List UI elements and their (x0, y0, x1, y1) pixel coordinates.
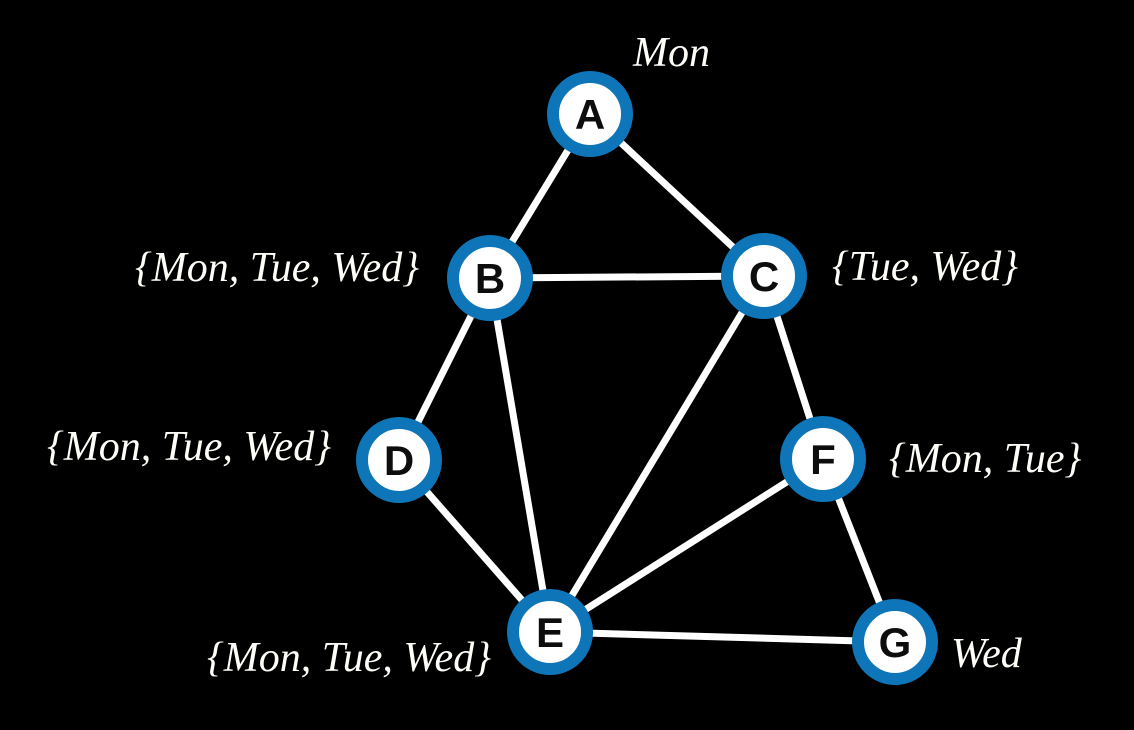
node-B: B (447, 235, 533, 321)
node-A: A (547, 71, 633, 157)
node-circle-C (721, 233, 807, 319)
domain-label-G: Wed (951, 631, 1023, 677)
domain-label-A: Mon (632, 30, 710, 76)
node-circle-F (780, 416, 866, 502)
domain-label-E: {Mon, Tue, Wed} (207, 635, 491, 681)
node-letter-E: E (536, 609, 564, 656)
node-letter-F: F (810, 436, 836, 483)
domain-labels-layer: Mon {Mon, Tue, Wed} {Tue, Wed} {Mon, Tue, W… (47, 30, 1082, 681)
node-C: C (721, 233, 807, 319)
node-circle-D (356, 417, 442, 503)
edge-B-C (486, 272, 768, 282)
node-letter-B: B (475, 255, 505, 302)
edge-E-G (546, 628, 899, 646)
node-D: D (356, 417, 442, 503)
node-letter-G: G (879, 619, 912, 666)
node-circle-G (852, 599, 938, 685)
node-letter-C: C (749, 253, 779, 300)
nodes-layer: A B C D E F G (356, 71, 938, 685)
node-circle-E (507, 589, 593, 675)
edges-layer (395, 110, 899, 646)
node-F: F (780, 416, 866, 502)
node-G: G (852, 599, 938, 685)
domain-label-F: {Mon, Tue} (889, 436, 1081, 482)
node-circle-A (547, 71, 633, 157)
domain-label-C: {Tue, Wed} (832, 244, 1018, 290)
node-letter-A: A (575, 91, 605, 138)
edge-C-E (546, 272, 768, 636)
edge-B-E (486, 274, 554, 636)
node-circle-B (447, 235, 533, 321)
domain-label-D: {Mon, Tue, Wed} (47, 424, 331, 470)
edge-E-F (546, 455, 827, 636)
domain-label-B: {Mon, Tue, Wed} (135, 245, 419, 291)
node-E: E (507, 589, 593, 675)
node-letter-D: D (384, 437, 414, 484)
